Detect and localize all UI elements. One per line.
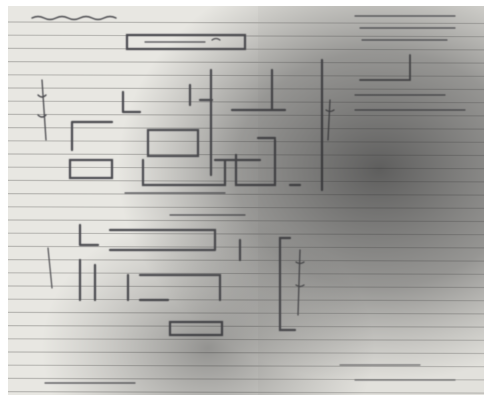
lower-shadow — [8, 6, 484, 395]
